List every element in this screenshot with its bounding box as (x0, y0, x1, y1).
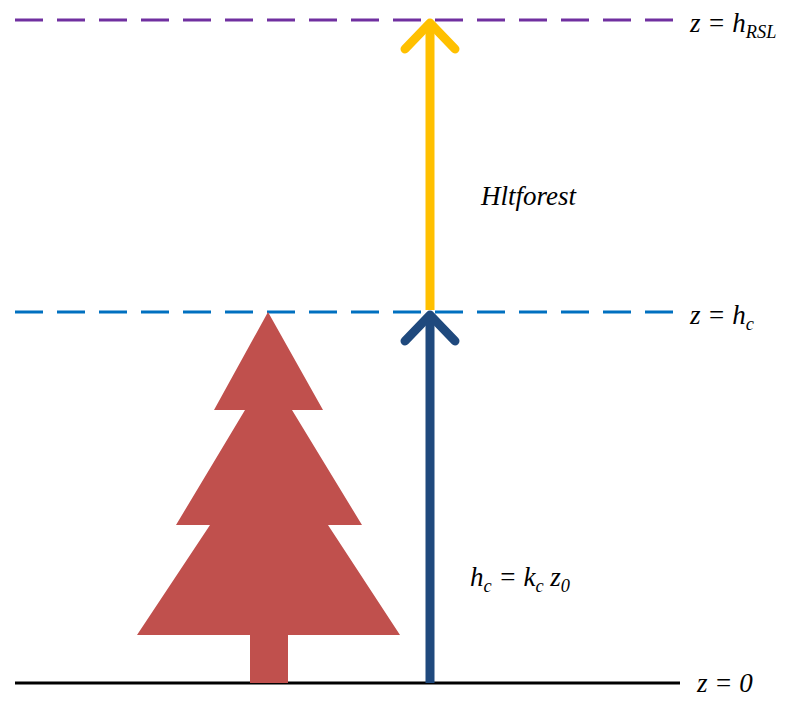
layer-label: Hltforest (481, 181, 576, 212)
tree-trunk (250, 630, 288, 683)
text-run: Hltforest (481, 181, 576, 211)
text-run: h (470, 562, 484, 592)
rsl-height-arrow (426, 26, 435, 310)
subscript: 0 (561, 576, 570, 596)
text-run: z = h (690, 300, 746, 330)
canopy-dashed-line (15, 311, 680, 314)
subscript: c (484, 576, 492, 596)
equation-label: hc = kc z0 (470, 562, 570, 593)
subscript: c (535, 576, 543, 596)
ground-line (15, 682, 680, 685)
text-run: = k (492, 562, 536, 592)
level-label: z = 0 (697, 668, 753, 699)
text-run: z = 0 (697, 668, 753, 698)
subscript: RSL (746, 22, 777, 42)
tree-crown (137, 312, 400, 635)
subscript: c (746, 314, 754, 334)
rsl-dashed-line (15, 19, 680, 22)
text-run: z = h (690, 8, 746, 38)
canopy-height-arrow (426, 318, 435, 683)
text-run: z (544, 562, 561, 592)
level-label: z = hRSL (690, 8, 776, 39)
canopy-arrowhead (405, 315, 455, 341)
level-label: z = hc (690, 300, 754, 331)
rsl-arrowhead (405, 23, 455, 49)
